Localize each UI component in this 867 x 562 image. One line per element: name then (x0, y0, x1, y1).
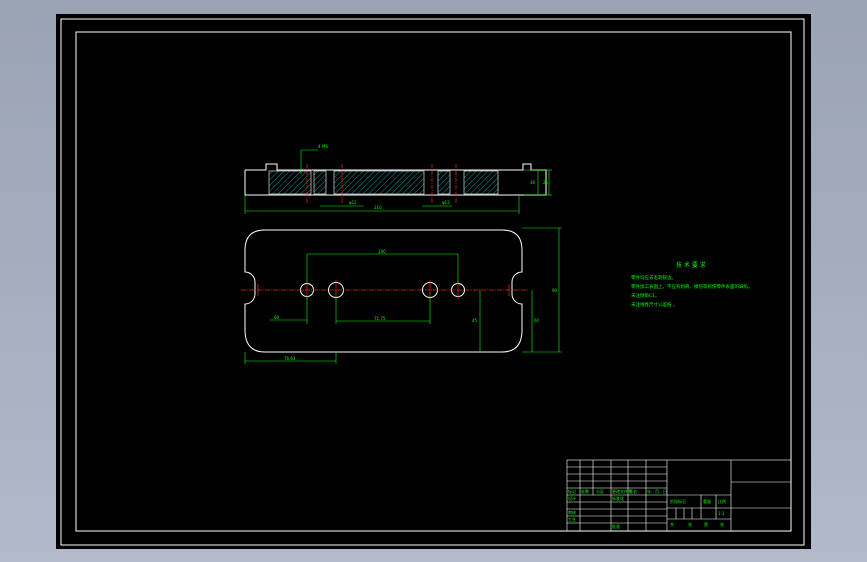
dim-mid-span: 71.75 (374, 316, 386, 321)
tb-row-marker: 标记 (568, 488, 576, 494)
dim-edge-offset: 45 (472, 318, 478, 323)
tech-note-4: 未注线性尺寸公差按 。 (631, 301, 677, 308)
dim-left-offset: 60 (274, 315, 280, 320)
section-view: 4-M6 210 φ12 φ13 16 25 (244, 144, 552, 214)
tb-reviewer: 审核 (568, 509, 576, 515)
dim-right-height: 60 (534, 318, 540, 323)
tech-requirements: 技 术 要 求 零件均应去毛刺锐边。 零件加工表面上，不应有划痕、擦伤等损伤零件… (631, 261, 753, 308)
dim-bore-right: φ13 (442, 200, 450, 205)
tech-note-3: 未注倒角C1。 (631, 292, 660, 299)
drawing-canvas: 4-M6 210 φ12 φ13 16 25 (60, 18, 805, 546)
tb-sheet-no: 第 (704, 521, 708, 527)
tb-sheet-unit: 张 (720, 521, 724, 527)
inner-frame (75, 31, 792, 532)
title-block (566, 459, 792, 532)
tb-scale: 比例 (718, 498, 726, 504)
tb-standardize: 标准化 (612, 495, 624, 501)
dim-plan-height: 90 (552, 288, 558, 293)
dim-bottom-offset: 76.63 (284, 356, 296, 361)
tb-stage-mark: 阶段标记 (670, 498, 686, 504)
tech-note-2: 零件加工表面上，不应有划痕、擦伤等损伤零件表面的缺陷。 (631, 283, 753, 290)
title-block-text: 标记 处数 分区 更改文件号 签名 年、月、日 设计 标准化 审核 工艺 批准 … (568, 488, 726, 529)
dim-top-thread: 4-M6 (318, 144, 328, 149)
tb-approve: 批准 (612, 523, 620, 529)
tb-sheets-sheet: 张 (688, 521, 692, 527)
drawing-sheet[interactable]: 4-M6 210 φ12 φ13 16 25 (56, 14, 811, 549)
tb-col-sign: 签名 (629, 488, 637, 494)
dim-bore-left: φ12 (349, 200, 357, 205)
dim-hole-span: 140 (378, 249, 386, 254)
plan-view: 140 90 60 71.75 60 45 76.63 (241, 227, 562, 364)
tb-col-zone: 分区 (596, 488, 604, 494)
dim-thickness-b: 25 (543, 180, 549, 185)
tb-col-change: 更改文件号 (612, 488, 632, 494)
outer-frame (60, 18, 805, 546)
tb-designer: 设计 (568, 495, 576, 501)
tb-sheets-total: 共 (670, 521, 674, 527)
tb-scale-value: 1:1 (718, 511, 725, 516)
tb-col-date: 年、月、日 (647, 488, 667, 494)
tech-note-1: 零件均应去毛刺锐边。 (631, 274, 676, 281)
tech-title: 技 术 要 求 (676, 261, 706, 269)
dim-thickness-a: 16 (530, 180, 536, 185)
tb-weight: 重量 (703, 498, 711, 504)
tb-process: 工艺 (568, 517, 576, 522)
tb-col-count: 处数 (581, 488, 589, 494)
dim-width-total: 210 (374, 205, 382, 210)
